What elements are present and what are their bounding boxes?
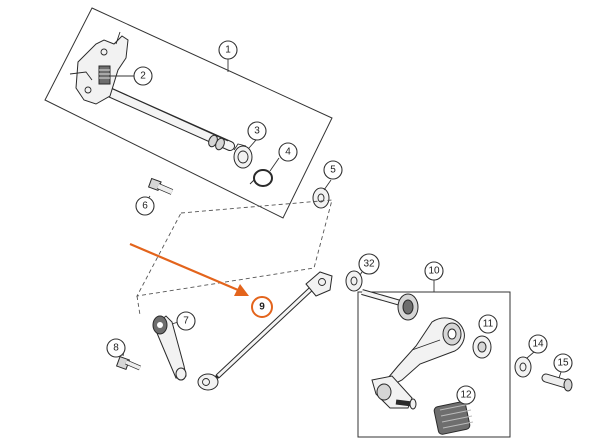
callout-3-label: 3 — [254, 126, 260, 137]
bolt-6 — [147, 177, 174, 195]
callout-15-label: 15 — [557, 358, 569, 369]
callout-3-circle — [247, 121, 267, 141]
callout-1-circle — [218, 40, 238, 60]
callout-6-circle — [135, 196, 155, 216]
screw-8 — [115, 355, 141, 371]
callout-7-label: 7 — [183, 316, 189, 327]
shift-lever — [371, 317, 465, 410]
callout-2-circle — [133, 66, 153, 86]
highlight-arrow — [129, 242, 249, 296]
dashed-guide — [136, 199, 333, 297]
washer-14 — [514, 356, 532, 378]
bushing-11 — [472, 335, 492, 359]
torsion-spring — [98, 65, 111, 85]
callout-8-circle — [106, 338, 126, 358]
callout-1-label: 1 — [225, 45, 231, 56]
retaining-ring — [249, 169, 273, 187]
callout-12-circle — [456, 385, 476, 405]
callout-12-label: 12 — [460, 390, 472, 401]
callout-10-label: 10 — [428, 266, 440, 277]
callout-4-circle — [278, 142, 298, 162]
callout-5-circle — [323, 160, 343, 180]
callout-11-label: 11 — [483, 319, 494, 330]
shift-shaft — [95, 83, 235, 151]
callout-5-label: 5 — [330, 165, 336, 176]
callout-6-label: 6 — [142, 201, 148, 212]
group-1-frame — [44, 7, 333, 219]
callout-32-label: 32 — [363, 259, 375, 270]
callout-11-circle — [478, 314, 498, 334]
callout-8-label: 8 — [113, 343, 119, 354]
callout-14-circle — [528, 334, 548, 354]
shift-rod — [197, 271, 333, 391]
pivot-shaft — [361, 289, 419, 321]
washer-32 — [345, 270, 363, 292]
shift-arm — [152, 315, 187, 381]
callout-7-circle — [176, 311, 196, 331]
callout-32-circle — [358, 253, 380, 275]
callout-2-label: 2 — [140, 71, 146, 82]
shaft-bushing — [233, 143, 253, 169]
callout-14-label: 14 — [532, 339, 544, 350]
callout-15-circle — [553, 353, 573, 373]
callout-10-circle — [424, 261, 444, 281]
washer — [312, 187, 330, 209]
callout-9-label: 9 — [259, 302, 265, 313]
callout-9-circle — [251, 296, 273, 318]
group-10-frame — [357, 291, 511, 438]
bolt-15 — [541, 373, 573, 392]
callout-4-label: 4 — [285, 147, 291, 158]
shift-rubber — [433, 401, 474, 435]
